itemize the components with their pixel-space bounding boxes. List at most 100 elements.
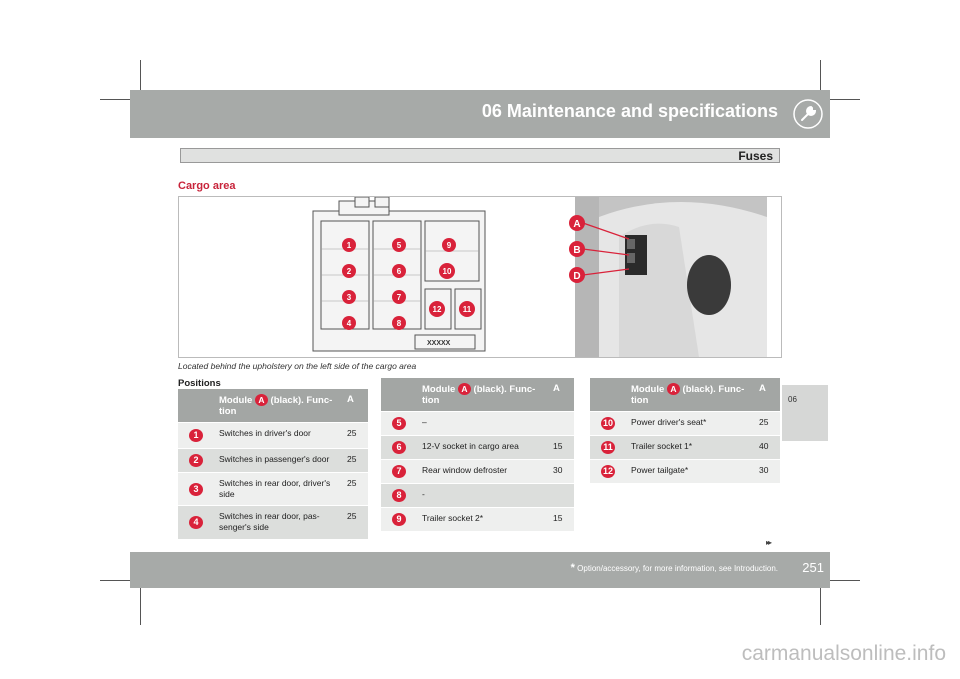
fuse-number-badge: 8 xyxy=(392,489,406,502)
footnote-star: * xyxy=(570,562,575,574)
callout-a: A xyxy=(573,219,580,230)
page-footer: * Option/accessory, for more information… xyxy=(130,552,830,588)
next-page-arrows-icon: ▸▸ xyxy=(766,538,772,547)
fuse-amperage: 25 xyxy=(342,422,368,449)
module-label: XXXXX xyxy=(427,340,451,347)
fuse-function: – xyxy=(417,411,548,436)
fuse-amperage: 15 xyxy=(548,435,574,460)
section-title: Fuses xyxy=(738,149,773,163)
crop-mark xyxy=(820,575,821,625)
table-row: 4 Switches in rear door, pas-senger's si… xyxy=(178,505,368,540)
fuse-amperage: 30 xyxy=(754,459,780,484)
page-number: 251 xyxy=(802,560,824,575)
fuse-number-badge: 10 xyxy=(601,417,615,430)
fuse-function: 12-V socket in cargo area xyxy=(417,435,548,460)
crop-mark xyxy=(140,60,141,110)
callout-b: B xyxy=(573,245,580,256)
fuse-function: Rear window defroster xyxy=(417,459,548,484)
section-header: Fuses xyxy=(180,148,780,163)
table-row: 6 12-V socket in cargo area 15 xyxy=(381,435,574,460)
watermark: carmanualsonline.info xyxy=(741,642,946,665)
table-header-row: Module A (black). Func-tion A xyxy=(178,389,368,423)
fuse-table-1: Module A (black). Func-tion A 1 Switches… xyxy=(178,389,368,540)
chapter-title: 06 Maintenance and specifications xyxy=(481,101,778,121)
fuse-amperage: 25 xyxy=(342,448,368,473)
fuse-location-figure: XXXXX 1 2 3 4 5 6 7 8 9 10 11 12 xyxy=(178,196,782,358)
table-row: 2 Switches in passenger's door 25 xyxy=(178,448,368,473)
fuse-table-2: Module A (black). Func-tion A 5 – 6 12-V… xyxy=(381,378,574,532)
sub-heading: Cargo area xyxy=(178,180,236,192)
fuse-label: 11 xyxy=(463,305,472,314)
fuse-amperage: 25 xyxy=(342,472,368,506)
fuse-label: 8 xyxy=(397,319,402,328)
fuse-amperage: 40 xyxy=(754,435,780,460)
wrench-icon xyxy=(793,99,823,129)
footnote: * Option/accessory, for more information… xyxy=(571,562,778,574)
module-header: Module A (black). Func-tion xyxy=(626,378,754,412)
fuse-label: 12 xyxy=(433,305,442,314)
footnote-text: Option/accessory, for more information, … xyxy=(577,564,778,573)
table-row: 7 Rear window defroster 30 xyxy=(381,459,574,484)
fuse-table-3: Module A (black). Func-tion A 10 Power d… xyxy=(590,378,780,484)
chapter-header: 06 Maintenance and specifications xyxy=(130,90,830,138)
fuse-number-badge: 4 xyxy=(189,516,203,529)
fuse-amperage xyxy=(548,411,574,436)
table-row: 1 Switches in driver's door 25 xyxy=(178,422,368,449)
fuse-amperage xyxy=(548,483,574,508)
crop-mark xyxy=(810,580,860,581)
fuse-amperage: 15 xyxy=(548,507,574,532)
fuse-number-badge: 6 xyxy=(392,441,406,454)
table-row: 12 Power tailgate* 30 xyxy=(590,459,780,484)
fuse-label: 2 xyxy=(347,267,352,276)
amp-header: A xyxy=(754,378,780,412)
module-a-badge: A xyxy=(457,383,471,395)
fuse-number-badge: 5 xyxy=(392,417,406,430)
fuse-label: 6 xyxy=(397,267,402,276)
table-header-row: Module A (black). Func-tion A xyxy=(381,378,574,412)
fuse-label: 9 xyxy=(447,241,452,250)
table-row: 8 - xyxy=(381,483,574,508)
fuse-number-badge: 12 xyxy=(601,465,615,478)
fuse-diagram: XXXXX 1 2 3 4 5 6 7 8 9 10 11 12 xyxy=(312,196,767,357)
fuse-label: 7 xyxy=(397,293,402,302)
fuse-function: Trailer socket 1* xyxy=(626,435,754,460)
callout-d: D xyxy=(573,271,580,282)
side-tab-label: 06 xyxy=(788,395,797,404)
crop-mark xyxy=(100,99,150,100)
fuse-function: Switches in passenger's door xyxy=(214,448,342,473)
fuse-label: 4 xyxy=(347,319,352,328)
table-row: 3 Switches in rear door, driver's side 2… xyxy=(178,472,368,506)
fuse-label: 1 xyxy=(347,241,352,250)
fuse-amperage: 25 xyxy=(342,505,368,540)
crop-mark xyxy=(100,580,150,581)
table-row: 5 – xyxy=(381,411,574,436)
table-row: 10 Power driver's seat* 25 xyxy=(590,411,780,436)
fuse-function: Power driver's seat* xyxy=(626,411,754,436)
table-row: 11 Trailer socket 1* 40 xyxy=(590,435,780,460)
table-row: 9 Trailer socket 2* 15 xyxy=(381,507,574,532)
table-header-row: Module A (black). Func-tion A xyxy=(590,378,780,412)
fuse-function: Switches in rear door, pas-senger's side xyxy=(214,505,342,540)
crop-mark xyxy=(810,99,860,100)
fuse-label: 5 xyxy=(397,241,402,250)
amp-header: A xyxy=(342,389,368,423)
figure-caption: Located behind the upholstery on the lef… xyxy=(178,361,417,371)
fuse-function: - xyxy=(417,483,548,508)
fuse-number-badge: 11 xyxy=(601,441,615,454)
module-a-badge: A xyxy=(254,394,268,406)
chapter-side-tab: 06 xyxy=(782,385,828,441)
fuse-amperage: 30 xyxy=(548,459,574,484)
positions-label: Positions xyxy=(178,378,221,389)
fuse-function: Power tailgate* xyxy=(626,459,754,484)
module-header: Module A (black). Func-tion xyxy=(417,378,548,412)
cargo-area-illustration xyxy=(575,197,767,357)
fuse-label: 10 xyxy=(443,267,452,276)
crop-mark xyxy=(820,60,821,110)
module-a-badge: A xyxy=(666,383,680,395)
fuse-function: Trailer socket 2* xyxy=(417,507,548,532)
fuse-number-badge: 7 xyxy=(392,465,406,478)
module-header: Module A (black). Func-tion xyxy=(214,389,342,423)
fuse-number-badge: 9 xyxy=(392,513,406,526)
fuse-number-badge: 3 xyxy=(189,482,203,496)
fuse-number-badge: 2 xyxy=(189,454,203,467)
